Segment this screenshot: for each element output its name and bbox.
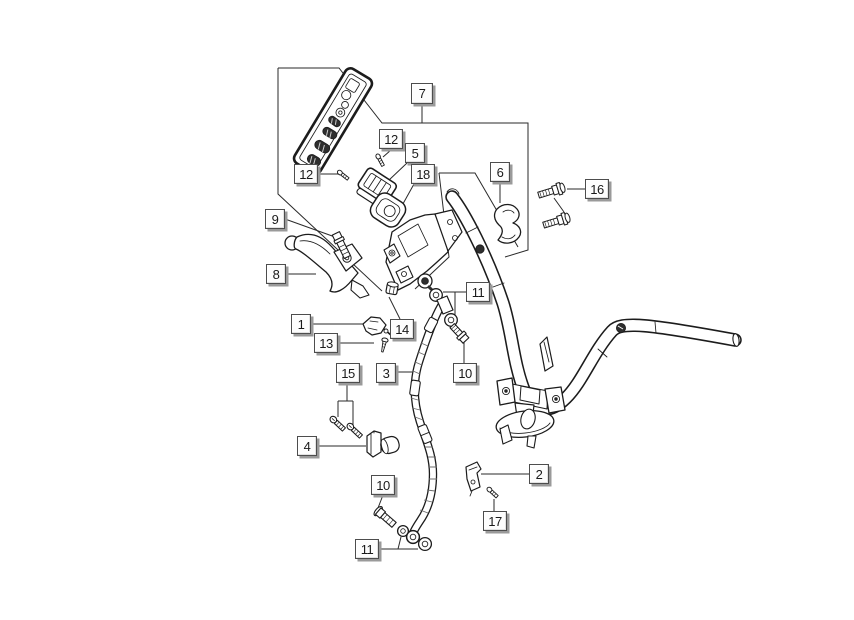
clamp-half: [493, 203, 522, 244]
screw-12-left: [336, 169, 350, 181]
banjo-lower: [373, 505, 433, 552]
callout-11-lower: 11: [355, 539, 379, 559]
callout-9: 9: [265, 209, 285, 229]
clamp-bolt-lower: [542, 211, 571, 229]
hose-clip: [362, 316, 393, 337]
callout-18: 18: [411, 164, 435, 184]
repair-kit-plate: [292, 67, 374, 175]
callout-2: 2: [529, 464, 549, 484]
clamp-bolt-upper: [537, 181, 566, 199]
handlebar-clamp-lower: [495, 336, 566, 449]
callout-3: 3: [376, 363, 396, 383]
callout-15: 15: [336, 363, 360, 383]
callout-14: 14: [390, 319, 414, 339]
brake-lever: [284, 233, 370, 299]
switch-tab: [539, 336, 554, 372]
callout-12-upper: 12: [379, 129, 403, 149]
master-cylinder-body: [383, 209, 463, 295]
bracket-2: [465, 461, 482, 497]
banjo-bolt-upper: [449, 323, 470, 344]
callout-7: 7: [411, 83, 433, 104]
callout-12-left: 12: [294, 164, 318, 184]
screw-15-right: [346, 422, 363, 439]
banjo-upper: [429, 288, 470, 344]
leader-lines: [277, 67, 585, 550]
callout-10-upper: 10: [453, 363, 477, 383]
callout-8: 8: [266, 264, 286, 284]
screw-15-left: [329, 415, 346, 432]
callout-11-upper: 11: [466, 282, 490, 302]
callout-6: 6: [490, 162, 510, 182]
screw-13: [381, 337, 389, 353]
screw-17: [486, 486, 499, 499]
callout-13: 13: [314, 333, 338, 353]
handlebar: [445, 188, 742, 416]
banjo-bolt-lower: [373, 505, 397, 528]
handlebar-screw-left: [475, 244, 485, 254]
callout-4: 4: [297, 436, 317, 456]
callout-16: 16: [585, 179, 609, 199]
brake-hose: [407, 301, 446, 541]
callout-1: 1: [291, 314, 311, 334]
diaphragm: [369, 192, 407, 228]
cap-nut: [385, 281, 399, 296]
screw-12-upper: [375, 153, 385, 167]
callout-17: 17: [483, 511, 507, 531]
callout-5: 5: [405, 143, 425, 163]
lever-pivot-bolt: [331, 231, 351, 260]
callout-10-lower: 10: [371, 475, 395, 495]
hose-clamp: [366, 430, 400, 458]
